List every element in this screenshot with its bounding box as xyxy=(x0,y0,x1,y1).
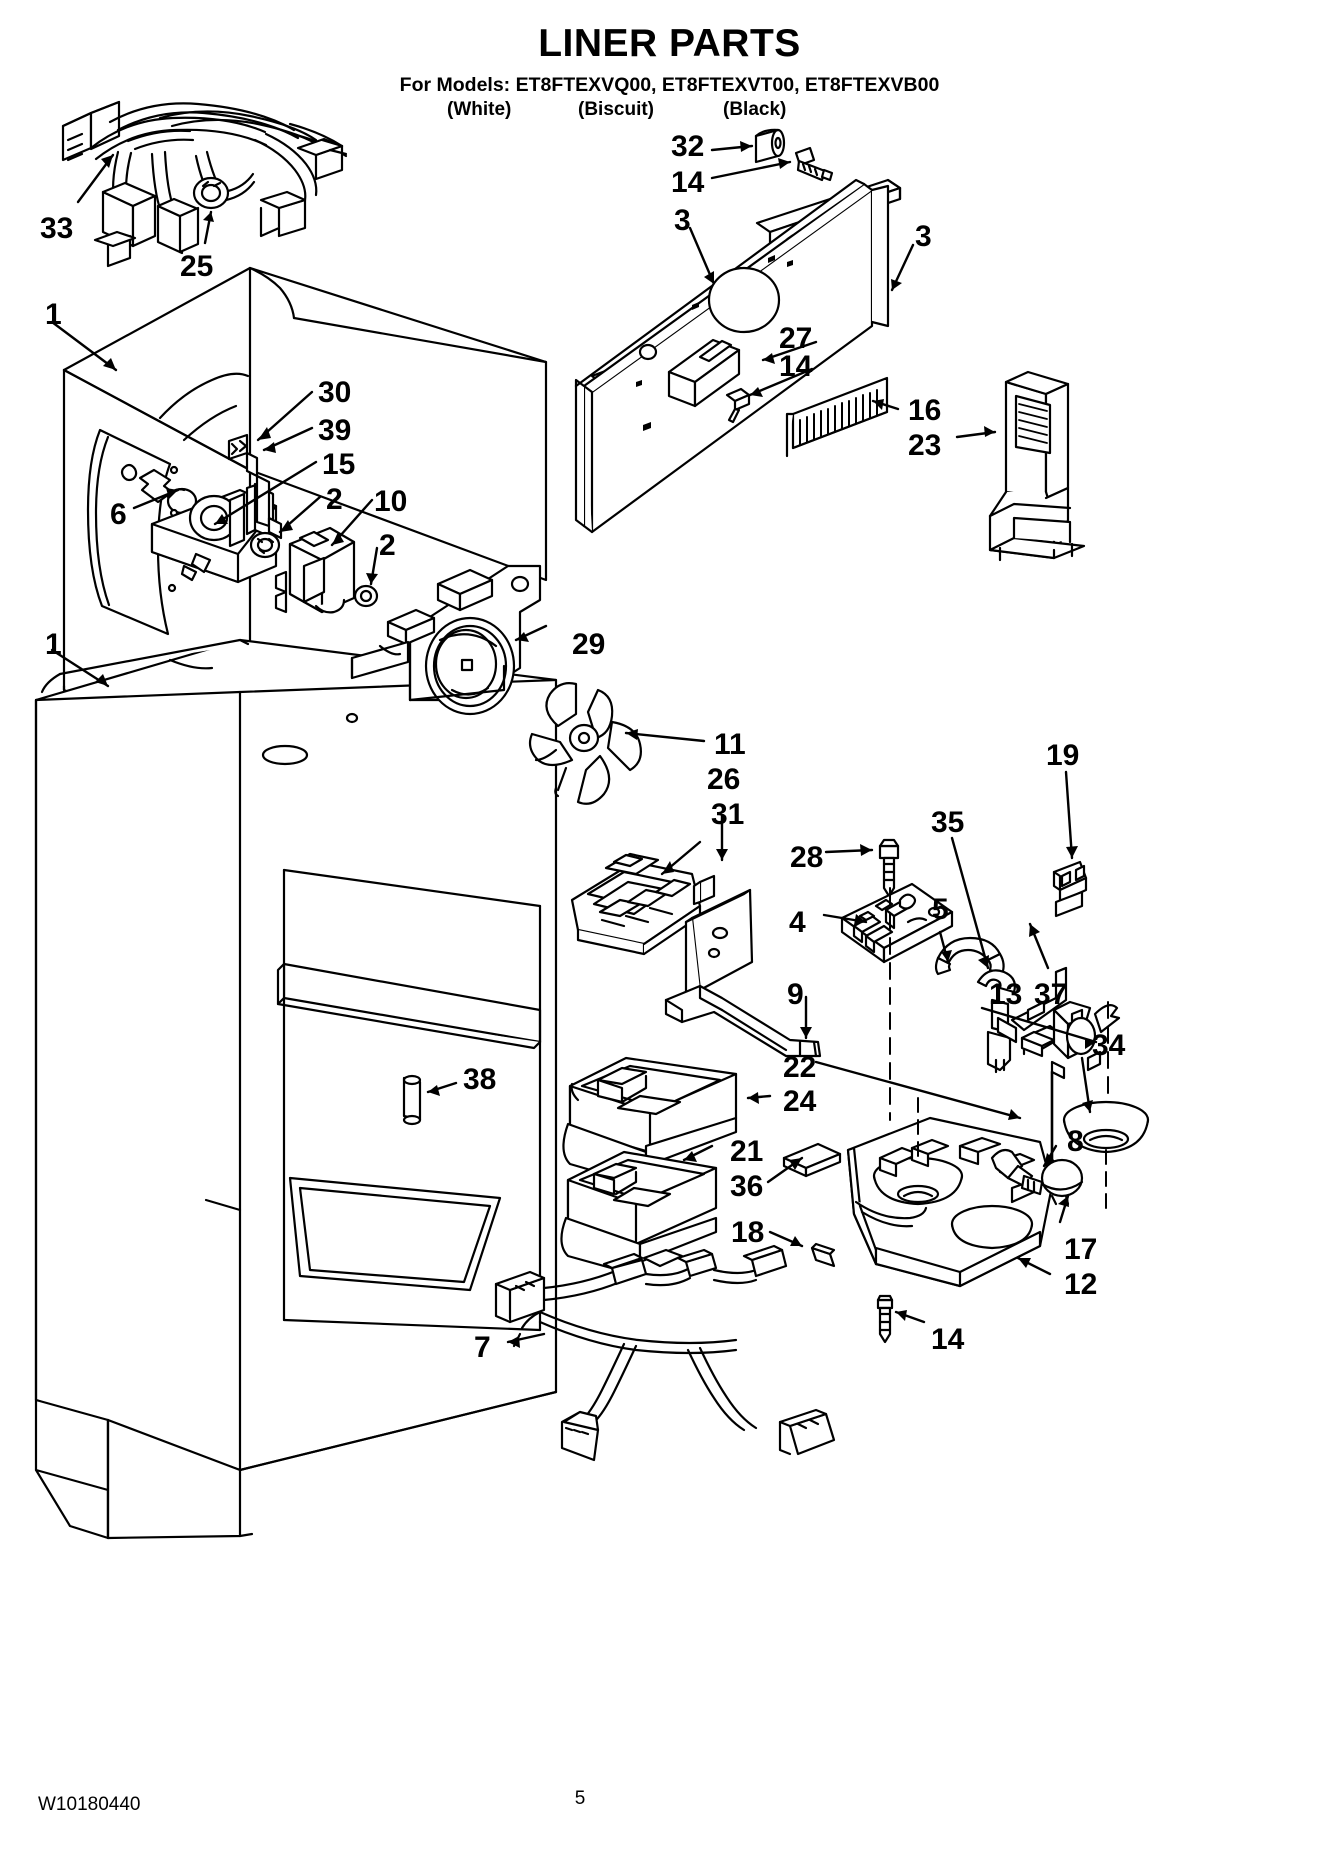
callout-number-8: 8 xyxy=(1067,1125,1084,1158)
callout-number-12: 12 xyxy=(1064,1268,1098,1301)
callout-number-3: 3 xyxy=(674,204,691,237)
callout-number-32: 32 xyxy=(671,130,705,163)
callout-number-16: 16 xyxy=(908,394,942,427)
callout-number-26: 26 xyxy=(707,763,741,796)
callout-number-31: 31 xyxy=(711,798,745,831)
color-label-biscuit: (Biscuit) xyxy=(578,99,654,120)
color-label-white: (White) xyxy=(447,99,512,120)
callout-number-35: 35 xyxy=(931,806,965,839)
callout-number-9: 9 xyxy=(787,978,804,1011)
callout-number-1: 1 xyxy=(45,298,62,331)
part-control-board xyxy=(824,884,952,1120)
color-label-black: (Black) xyxy=(723,99,787,120)
callout-number-2: 2 xyxy=(326,483,343,516)
callout-number-19: 19 xyxy=(1046,739,1080,772)
part-foam-insulation-block xyxy=(561,1144,840,1276)
models-line: For Models: ET8FTEXVQ00, ET8FTEXVT00, ET… xyxy=(399,74,940,96)
callout-number-14: 14 xyxy=(671,166,705,199)
callout-number-11: 11 xyxy=(714,728,746,761)
callout-number-21: 21 xyxy=(730,1135,764,1168)
callout-number-5: 5 xyxy=(932,893,949,926)
callout-number-10: 10 xyxy=(374,485,408,518)
model-color-row: (White) (Biscuit) (Black) xyxy=(0,99,1339,123)
part-evaporator-fan-blade xyxy=(530,683,704,804)
part-door-liner-panel xyxy=(576,180,995,532)
callout-number-1: 1 xyxy=(45,628,62,661)
callout-number-17: 17 xyxy=(1064,1233,1098,1266)
callout-number-29: 29 xyxy=(572,628,606,661)
callout-number-18: 18 xyxy=(731,1216,765,1249)
callout-number-36: 36 xyxy=(730,1170,764,1203)
callout-number-34: 34 xyxy=(1092,1029,1126,1062)
callout-number-15: 15 xyxy=(322,448,356,481)
callout-number-14: 14 xyxy=(931,1323,965,1356)
callout-number-28: 28 xyxy=(790,841,824,874)
part-lower-liner xyxy=(36,640,556,1538)
callout-number-3: 3 xyxy=(915,220,932,253)
part-screw-bottom xyxy=(878,1296,924,1342)
callout-number-6: 6 xyxy=(110,498,127,531)
part-mounting-plate xyxy=(686,816,752,994)
callout-number-7: 7 xyxy=(474,1331,491,1364)
part-bearing-cup xyxy=(1064,1058,1148,1152)
part-control-housing xyxy=(572,842,700,954)
callout-number-4: 4 xyxy=(789,906,806,939)
callout-number-24: 24 xyxy=(783,1085,817,1118)
callout-number-30: 30 xyxy=(318,376,352,409)
callout-number-23: 23 xyxy=(908,429,942,462)
part-screw-28 xyxy=(826,840,898,896)
part-spacer-and-screw xyxy=(712,130,832,180)
page-title: LINER PARTS xyxy=(538,22,801,65)
callout-number-33: 33 xyxy=(40,212,74,245)
callout-number-14: 14 xyxy=(779,350,813,383)
part-wire-harness-lower xyxy=(496,1246,834,1460)
part-ice-chute-housing xyxy=(563,1058,1020,1186)
part-fan-shroud xyxy=(352,566,546,714)
part-retainer-clip xyxy=(936,932,1004,974)
page-number: 5 xyxy=(574,1788,586,1809)
callout-number-2: 2 xyxy=(379,529,396,562)
document-code: W10180440 xyxy=(38,1794,141,1815)
part-support-rail xyxy=(666,986,820,1056)
part-pin-dowel xyxy=(770,1232,834,1266)
callout-number-25: 25 xyxy=(180,250,214,283)
part-wire-harness-upper xyxy=(63,102,346,266)
callout-number-27: 27 xyxy=(779,322,813,355)
callout-number-13: 13 xyxy=(989,978,1023,1011)
callout-number-22: 22 xyxy=(783,1051,817,1084)
callout-number-37: 37 xyxy=(1034,978,1068,1011)
part-light-bulb-and-lens xyxy=(992,1146,1082,1222)
callout-number-39: 39 xyxy=(318,414,352,447)
callout-number-38: 38 xyxy=(463,1063,497,1096)
part-water-dispenser xyxy=(990,372,1084,560)
part-auger-motor xyxy=(982,1002,1119,1160)
